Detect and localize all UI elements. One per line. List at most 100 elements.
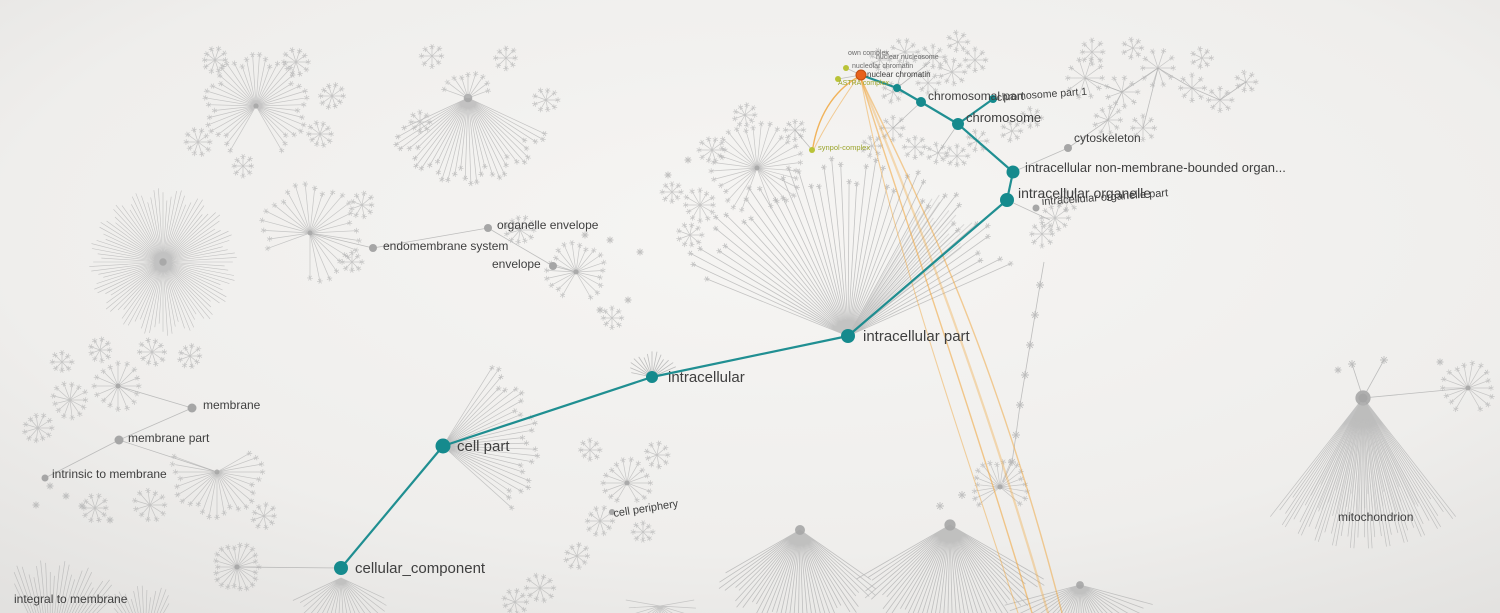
label-astra-complex[interactable]: ASTRA complex: [838, 80, 889, 87]
cluster-layer: [13, 29, 1495, 613]
cluster-burst: [943, 143, 971, 168]
selection-flow-edge: [860, 78, 1019, 613]
node-cellular-component[interactable]: [334, 561, 348, 575]
node-cell-periphery[interactable]: [609, 509, 615, 515]
cluster-burst: [718, 529, 877, 613]
node-green-node-1[interactable]: [843, 65, 849, 71]
graph-edge: [44, 439, 120, 479]
highlighted-path-edge: [859, 73, 899, 90]
cluster-burst: [393, 97, 548, 187]
label-endomembrane-system[interactable]: endomembrane system: [383, 239, 508, 253]
graph-edge: [1351, 363, 1364, 399]
cluster-burst: [1129, 113, 1158, 143]
label-cytoskeleton[interactable]: cytoskeleton: [1074, 131, 1141, 145]
label-nuclear-nucleosome[interactable]: nuclear nucleosome: [876, 54, 939, 61]
label-intracellular-non-membrane-bounded-organ[interactable]: intracellular non-membrane-bounded organ…: [1025, 160, 1286, 175]
label-cellular-component[interactable]: cellular_component: [355, 560, 486, 577]
graph-edge: [1067, 119, 1109, 149]
node-nuclear-chromatin[interactable]: [855, 69, 867, 81]
cluster-burst: [306, 120, 334, 148]
cluster-burst: [169, 450, 266, 521]
cluster-burst: [50, 381, 89, 421]
orange-edge-layer: [812, 76, 1063, 613]
node-intracellular-organelle-part[interactable]: [1032, 204, 1040, 212]
leaf-asterisk: [1021, 371, 1029, 379]
label-cell-part[interactable]: cell part: [457, 438, 510, 455]
cluster-burst: [492, 45, 518, 72]
highlighted-path-edge: [339, 444, 445, 570]
label-nuclear-chromatin[interactable]: nuclear chromatin: [867, 70, 931, 79]
node-membrane-part[interactable]: [114, 435, 124, 445]
node-intrinsic-to-membrane[interactable]: [41, 474, 49, 482]
label-membrane-part[interactable]: membrane part: [128, 431, 210, 445]
label-mitochondrion[interactable]: mitochondrion: [1338, 510, 1413, 524]
graph-edge: [1084, 77, 1123, 93]
cluster-burst: [687, 156, 1014, 337]
cluster-burst: [630, 520, 656, 543]
cluster-burst: [659, 181, 684, 204]
cluster-burst: [915, 69, 942, 96]
cluster-burst: [578, 437, 603, 462]
cluster-burst: [1000, 119, 1024, 144]
node-membrane[interactable]: [187, 403, 197, 413]
node-envelope[interactable]: [549, 262, 557, 270]
node-chromatin[interactable]: [893, 84, 901, 92]
cluster-burst: [1140, 48, 1176, 88]
label-intrinsic-to-membrane[interactable]: intrinsic to membrane: [52, 467, 167, 481]
leaf-asterisk: [581, 231, 589, 239]
label-envelope[interactable]: envelope: [492, 257, 541, 271]
node-cell-part[interactable]: [435, 438, 451, 454]
leaf-asterisk: [1026, 341, 1034, 349]
node-intracellular-non-membrane-bounded-organelle[interactable]: [1006, 165, 1020, 179]
label-chromosomal-part[interactable]: chromosomal part: [928, 89, 1025, 103]
label-membrane[interactable]: membrane: [203, 398, 261, 412]
node-chromosome[interactable]: [952, 118, 964, 130]
selection-flow-edge: [812, 76, 859, 148]
leaf-asterisk: [46, 482, 54, 490]
cluster-burst: [339, 249, 365, 273]
node-intracellular-organelle[interactable]: [1000, 193, 1014, 207]
node-green-node-2[interactable]: [835, 76, 841, 82]
cluster-burst: [1079, 37, 1106, 67]
node-organelle-envelope[interactable]: [484, 224, 492, 232]
cluster-center-dot: [795, 525, 805, 535]
cluster-burst: [292, 577, 387, 613]
label-integral-to-membrane[interactable]: integral to membrane: [14, 592, 128, 606]
graph-edge: [372, 227, 489, 249]
cluster-burst: [408, 109, 433, 134]
graph-edge: [1012, 147, 1069, 173]
leaf-asterisk: [596, 306, 604, 314]
node-intracellular[interactable]: [646, 371, 658, 383]
cluster-burst: [1029, 219, 1056, 249]
node-synpol-complex[interactable]: [809, 147, 815, 153]
cluster-burst: [600, 305, 625, 331]
node-cytoskeleton[interactable]: [1064, 144, 1072, 152]
label-organelle-envelope[interactable]: organelle envelope: [497, 218, 599, 232]
cluster-burst: [1205, 85, 1235, 114]
node-chromosome-part[interactable]: [989, 95, 997, 103]
graph-edge: [1006, 199, 1051, 221]
node-mitochondrion[interactable]: [1358, 393, 1368, 403]
label-synpol-complex[interactable]: synpol-complex: [818, 143, 870, 152]
leaf-asterisk: [1380, 356, 1388, 364]
node-intracellular-part[interactable]: [841, 329, 855, 343]
cluster-burst: [630, 351, 676, 378]
highlighted-path-edge: [846, 198, 1009, 338]
label-intracellular-organelle[interactable]: intracellular organelle: [1018, 185, 1151, 201]
cluster-center-dot: [754, 165, 760, 171]
cluster-burst: [868, 47, 893, 72]
label-chromosome[interactable]: chromosome: [966, 110, 1041, 125]
cluster-burst: [91, 360, 142, 412]
node-chromosomal-part[interactable]: [916, 97, 926, 107]
cluster-burst: [732, 102, 758, 128]
gray-edge-layer: [44, 54, 1469, 569]
label-own-complex[interactable]: own complex: [848, 50, 889, 57]
label-nucleolar-chromatin[interactable]: nucleolar chromatin: [852, 63, 913, 70]
selection-flow-edge: [860, 78, 1063, 613]
highlighted-path-edge: [919, 100, 960, 126]
node-endomembrane-system[interactable]: [369, 244, 377, 252]
label-intracellular-part[interactable]: intracellular part: [863, 328, 971, 345]
label-intracellular[interactable]: intracellular: [668, 369, 745, 386]
